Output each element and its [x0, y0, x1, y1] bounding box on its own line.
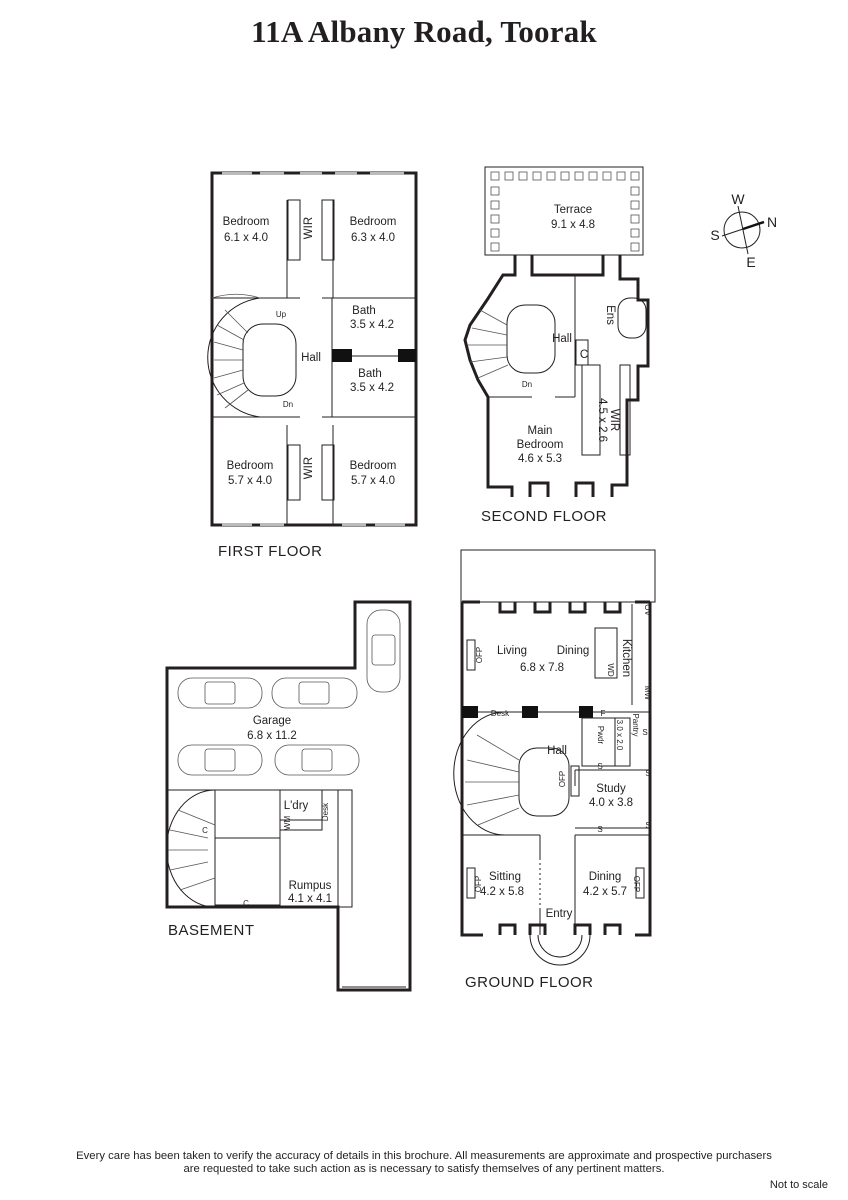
hall-label: Hall	[301, 352, 321, 364]
room-label: Dining	[589, 871, 622, 883]
compass-w: W	[731, 191, 745, 207]
room-label: Main	[528, 425, 553, 437]
room-size: 4.6 x 5.3	[518, 453, 562, 465]
floor-title: SECOND FLOOR	[481, 508, 607, 525]
wir-label: WIR	[303, 457, 315, 479]
entry-label: Entry	[546, 908, 573, 920]
desk-label: Desk	[491, 709, 510, 718]
shelf-label: S	[597, 762, 602, 771]
room-label: Dining	[557, 645, 590, 657]
shelf-label: S	[642, 728, 647, 737]
ground-floor-plan: OFP Living Dining 6.8 x 7.8 Kitchen OV M…	[453, 549, 656, 991]
room-label: Bath	[352, 305, 376, 317]
room-label: Terrace	[554, 204, 592, 216]
floor-title: BASEMENT	[168, 922, 255, 939]
room-label: Bedroom	[517, 439, 564, 451]
ofp-label: OFP	[632, 876, 641, 892]
room-size: 9.1 x 4.8	[551, 219, 595, 231]
oven-label: OV	[643, 604, 652, 616]
cupboard-label: C	[580, 349, 588, 361]
room-label: Rumpus	[289, 880, 332, 892]
first-floor-plan: Bedroom 6.1 x 4.0 Bedroom 6.3 x 4.0 WIR …	[207, 171, 418, 560]
room-size: 6.8 x 7.8	[520, 662, 564, 674]
ofp-label: OFP	[475, 647, 484, 663]
ensuite-label: Ens	[604, 305, 616, 325]
shelf-label: S	[645, 769, 650, 778]
room-size: 6.1 x 4.0	[224, 232, 268, 244]
car-icon	[177, 677, 263, 709]
wir-label: WIR	[303, 217, 315, 239]
wir-label: WIR	[608, 409, 620, 431]
room-label: Sitting	[489, 871, 521, 883]
room-label: Bedroom	[227, 460, 274, 472]
floor-title: GROUND FLOOR	[465, 974, 594, 991]
room-size: 4.2 x 5.8	[480, 886, 524, 898]
room-size: 4.1 x 4.1	[288, 893, 332, 905]
compass-s: S	[710, 227, 719, 243]
room-label: Bedroom	[350, 216, 397, 228]
disclaimer-line: Every care has been taken to verify the …	[76, 1150, 772, 1162]
kitchen-label: Kitchen	[620, 639, 632, 677]
room-label: Bedroom	[350, 460, 397, 472]
basement-plan: Garage 6.8 x 11.2 L'dry WM Desk C C Rump…	[165, 600, 412, 992]
room-size: 4.2 x 5.7	[583, 886, 627, 898]
shelf-label: S	[645, 821, 650, 830]
compass-e: E	[746, 254, 755, 270]
scale-note: Not to scale	[769, 1179, 828, 1191]
room-size: 6.8 x 11.2	[247, 730, 297, 742]
room-label: Study	[596, 783, 626, 795]
room-size: 3.5 x 4.2	[350, 319, 394, 331]
powder-label: Pwdr	[596, 726, 605, 745]
room-label: Bath	[358, 368, 382, 380]
floor-title: FIRST FLOOR	[218, 543, 322, 560]
room-label: Living	[497, 645, 527, 657]
microwave-label: MW	[643, 686, 652, 701]
room-size: 3.5 x 4.2	[350, 382, 394, 394]
hall-label: Hall	[552, 333, 572, 345]
ofp-label: OFP	[558, 771, 567, 787]
pantry-size: 3.0 x 2.0	[615, 720, 624, 751]
desk-label: Desk	[321, 802, 330, 821]
room-size: 5.7 x 4.0	[351, 475, 395, 487]
compass-n: N	[767, 214, 777, 230]
second-floor-plan: Terrace 9.1 x 4.8 Hall Ens C WIR 4.5 x 2…	[463, 166, 650, 525]
room-size: 6.3 x 4.0	[351, 232, 395, 244]
room-label: Bedroom	[223, 216, 270, 228]
compass-icon: W N S E	[710, 191, 777, 270]
stairs-down-label: Dn	[522, 380, 532, 389]
room-size: 5.7 x 4.0	[228, 475, 272, 487]
disclaimer-line: are requested to take such action as is …	[183, 1163, 665, 1175]
dishwasher-label: WD	[606, 663, 615, 677]
shelf-label: S	[597, 825, 602, 834]
cupboard-label: C	[202, 826, 208, 835]
disclaimer: Every care has been taken to verify the …	[0, 1150, 848, 1176]
car-icon	[177, 744, 263, 776]
stairs-down-label: Dn	[283, 400, 293, 409]
car-icon	[274, 744, 360, 776]
cupboard-label: C	[243, 899, 249, 908]
laundry-label: L'dry	[284, 800, 309, 812]
stairs-up-label: Up	[276, 310, 287, 319]
washing-machine-label: WM	[283, 816, 292, 831]
room-size: 4.0 x 3.8	[589, 797, 633, 809]
wir-size: 4.5 x 2.6	[596, 398, 608, 442]
car-icon	[271, 677, 358, 709]
room-label: Garage	[253, 715, 291, 727]
property-title: 11A Albany Road, Toorak	[251, 14, 597, 49]
pantry-label: Pantry	[631, 713, 640, 736]
ofp-label: OFP	[474, 876, 483, 892]
fridge-label: F	[601, 709, 606, 718]
car-icon	[366, 609, 401, 693]
hall-label: Hall	[547, 745, 567, 757]
